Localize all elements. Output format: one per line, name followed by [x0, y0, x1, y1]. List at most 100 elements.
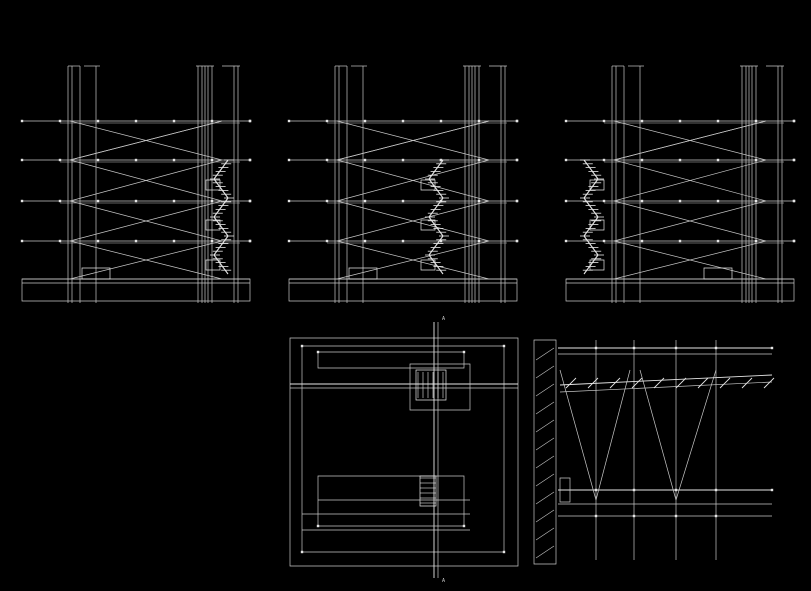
node — [564, 199, 568, 203]
node — [363, 239, 367, 243]
node — [401, 158, 405, 162]
node — [134, 158, 138, 162]
side-section-view — [534, 340, 774, 564]
node — [210, 119, 214, 123]
node — [594, 346, 598, 350]
section-tread — [632, 378, 642, 388]
ground-slab — [566, 279, 794, 301]
stair-stringer — [429, 255, 443, 274]
node — [716, 158, 720, 162]
node — [401, 239, 405, 243]
node — [716, 239, 720, 243]
node — [564, 239, 568, 243]
node — [594, 488, 598, 492]
node — [300, 550, 304, 554]
node — [248, 239, 252, 243]
scaffold-elevation-1 — [20, 66, 252, 303]
node — [325, 119, 329, 123]
node — [754, 239, 758, 243]
node — [602, 239, 606, 243]
diagonal-brace — [70, 160, 222, 201]
node — [714, 514, 718, 518]
section-tread — [588, 378, 598, 388]
stair-stringer — [429, 198, 443, 217]
section-tread — [566, 378, 576, 388]
node — [287, 239, 291, 243]
plan-lower-block — [318, 476, 464, 526]
node — [20, 199, 24, 203]
stair-stringer — [584, 160, 598, 179]
section-diagonal — [560, 370, 596, 500]
plan-stair-core — [416, 370, 446, 400]
node — [20, 119, 24, 123]
node — [287, 119, 291, 123]
plan-view: A A — [290, 316, 518, 584]
stair-stringer — [429, 160, 443, 179]
node — [716, 119, 720, 123]
plan-outline — [290, 338, 518, 566]
node — [770, 346, 774, 350]
landing-box — [590, 260, 604, 270]
ground-slab — [22, 279, 250, 301]
node — [287, 199, 291, 203]
node — [564, 119, 568, 123]
access-block — [704, 268, 732, 279]
node — [632, 514, 636, 518]
node — [325, 239, 329, 243]
node — [58, 119, 62, 123]
scaffold-elevation-2 — [287, 66, 519, 303]
stair-stringer — [429, 179, 443, 198]
landing-box — [421, 180, 435, 190]
landing-box — [590, 180, 604, 190]
node — [210, 199, 214, 203]
node — [594, 514, 598, 518]
stair-stringer — [214, 160, 228, 179]
diagonal-brace — [337, 241, 489, 279]
stair-stringer — [584, 198, 598, 217]
node — [210, 239, 214, 243]
landing-box — [421, 220, 435, 230]
node — [674, 346, 678, 350]
node — [401, 199, 405, 203]
node — [632, 346, 636, 350]
node — [134, 119, 138, 123]
node — [770, 488, 774, 492]
stair-stringer — [214, 236, 228, 255]
section-anchor — [560, 478, 570, 502]
node — [640, 239, 644, 243]
node — [462, 350, 466, 354]
section-tread — [764, 378, 774, 388]
section-tread — [720, 378, 730, 388]
node — [602, 199, 606, 203]
node — [363, 158, 367, 162]
node — [58, 199, 62, 203]
node — [640, 199, 644, 203]
diagonal-brace — [614, 201, 766, 241]
node — [515, 199, 519, 203]
ground-slab — [289, 279, 517, 301]
plan-inner — [302, 346, 504, 552]
stair-stringer — [584, 236, 598, 255]
node — [287, 158, 291, 162]
node — [172, 239, 176, 243]
wall-hatch — [536, 474, 554, 486]
landing-box — [421, 260, 435, 270]
node — [363, 199, 367, 203]
node — [439, 239, 443, 243]
node — [602, 119, 606, 123]
node — [316, 524, 320, 528]
section-diagonal — [596, 370, 630, 500]
access-block — [82, 268, 110, 279]
node — [754, 199, 758, 203]
landing-box — [206, 220, 220, 230]
stair-stringer — [214, 255, 228, 274]
node — [502, 550, 506, 554]
node — [58, 239, 62, 243]
diagonal-brace — [70, 201, 222, 241]
node — [714, 346, 718, 350]
node — [515, 119, 519, 123]
wall-hatch — [536, 438, 554, 450]
node — [210, 158, 214, 162]
wall-hatch — [536, 348, 554, 360]
section-diagonal — [676, 370, 716, 500]
